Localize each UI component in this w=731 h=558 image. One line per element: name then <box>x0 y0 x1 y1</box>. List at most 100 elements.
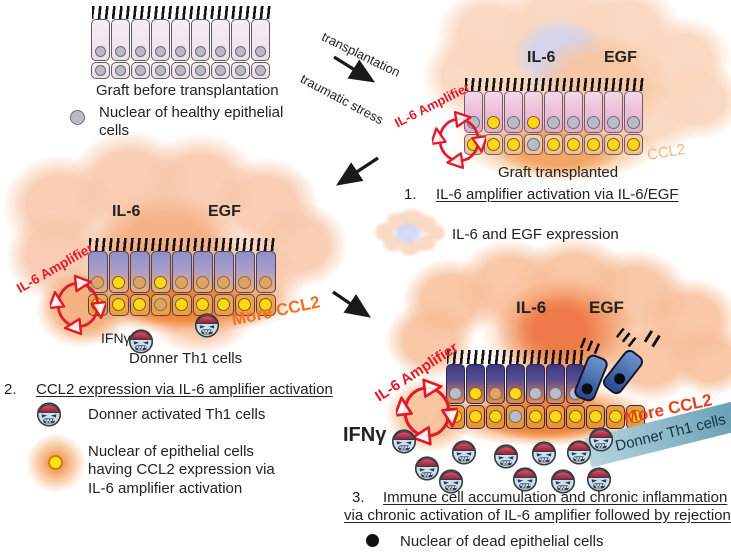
cloud-blob <box>397 207 427 231</box>
cell-nucleus <box>154 276 167 289</box>
cell-nucleus <box>526 137 540 151</box>
graft-before-transplantation <box>91 6 271 79</box>
il6-amplifier-cycle-icon <box>428 107 490 174</box>
cell-nucleus <box>112 276 125 289</box>
cloud-blob <box>435 0 545 83</box>
dead-nucleus-icon <box>366 534 379 547</box>
step2-number: 2. <box>4 381 17 398</box>
cell-nucleus <box>238 276 251 289</box>
cell-nucleus <box>174 46 186 57</box>
cloud-blob <box>668 324 731 396</box>
graft-transplanted <box>464 78 644 155</box>
cell-nucleus <box>217 298 230 311</box>
cilia <box>92 6 271 19</box>
epithelial-cell-basal <box>211 62 230 79</box>
epithelial-cell <box>171 19 190 61</box>
cell-nucleus <box>568 410 582 423</box>
step1-title: IL-6 amplifier activation via IL-6/EGF <box>436 186 679 203</box>
cloud-blob <box>384 210 412 234</box>
epithelial-cell <box>172 251 192 293</box>
label-egf-transplanted: EGF <box>604 49 637 66</box>
label-il6-transplanted: IL-6 <box>527 49 556 66</box>
epithelial-cell-basal <box>584 134 603 155</box>
cilia <box>465 78 644 91</box>
epithelial-cell-basal <box>172 294 192 316</box>
legend-dead-nucleus: Nuclear of dead epithelial cells <box>400 533 604 550</box>
legend-ccl2-nucleus: Nuclear of epithelial cells having CCL2 … <box>88 443 275 497</box>
cloud-blob <box>414 233 438 253</box>
cell-nucleus <box>506 116 520 129</box>
epithelial-cell-basal <box>466 405 485 429</box>
epithelial-cell <box>235 251 255 293</box>
cell-nucleus <box>112 298 125 311</box>
epithelial-cell <box>546 364 565 404</box>
cell-nucleus <box>254 64 266 76</box>
cell-nucleus <box>234 64 246 76</box>
epithelial-cell-basal <box>171 62 190 79</box>
label-egf-ccl2: EGF <box>208 203 241 220</box>
label-ifng-ccl2: IFNγ <box>101 330 131 346</box>
epithelial-cell-basal <box>624 134 643 155</box>
epithelial-cell-basal <box>546 405 565 429</box>
donner-th1-cell-icon <box>414 455 440 481</box>
cell-nucleus <box>488 387 502 400</box>
epithelial-cell-basal <box>111 62 130 79</box>
cloud-blob <box>413 213 439 235</box>
cell-nucleus <box>606 137 620 151</box>
step3-title-line1: Immune cell accumulation and chronic inf… <box>383 489 728 506</box>
dead-nucleus <box>579 381 595 397</box>
cell-nucleus <box>588 410 602 423</box>
cloud-blob <box>455 239 565 331</box>
epithelial-cell <box>466 364 485 404</box>
cell-nucleus <box>154 64 166 76</box>
label-il6-rejection: IL-6 <box>516 298 547 317</box>
label-egf-rejection: EGF <box>589 298 624 317</box>
cloud-blob <box>580 249 690 341</box>
dead-nucleus <box>611 371 628 387</box>
legend-healthy-nucleus: Nuclear of healthy epithelial cells <box>99 104 284 140</box>
cell-nucleus <box>214 46 226 57</box>
cell-nucleus <box>566 137 580 151</box>
epithelial-cell-basal <box>251 62 270 79</box>
legend-il6-egf-expression: IL-6 and EGF expression <box>452 226 619 243</box>
epithelial-cell <box>251 19 270 61</box>
cell-nucleus <box>217 276 230 289</box>
donner-th1-cell-icon <box>588 426 614 452</box>
epithelial-cell <box>211 19 230 61</box>
epithelial-cell-basal <box>486 405 505 429</box>
cell-nucleus <box>194 46 206 57</box>
cloud-blob <box>373 221 397 243</box>
epithelial-cell-basal <box>504 134 523 155</box>
cilia <box>89 238 277 251</box>
cell-nucleus <box>194 64 206 76</box>
cell-nucleus <box>174 64 186 76</box>
cilia <box>447 350 586 364</box>
cell-nucleus <box>175 298 188 311</box>
cell-nucleus <box>468 387 482 400</box>
epithelial-cell-basal <box>506 405 525 429</box>
epithelial-cell-basal <box>151 62 170 79</box>
label-ifng-rejection: IFNγ <box>343 424 387 446</box>
epithelial-cell <box>526 364 545 404</box>
step3-title-line2: via chronic activation of IL-6 amplifier… <box>344 507 731 524</box>
epithelial-cell <box>524 91 543 133</box>
epithelial-cell <box>131 19 150 61</box>
cell-nucleus <box>508 410 522 423</box>
epithelial-cell <box>584 91 603 133</box>
cloud-blob <box>640 278 731 362</box>
epithelial-cell <box>486 364 505 404</box>
epithelial-cell <box>256 251 276 293</box>
cloud-blob <box>140 133 260 237</box>
cell-nucleus <box>196 298 209 311</box>
donner-th1-cell-icon <box>194 312 220 338</box>
cell-nucleus <box>259 276 272 289</box>
graft-ccl2-expression <box>88 238 277 316</box>
epithelial-cell <box>111 19 130 61</box>
cell-nucleus <box>528 410 542 423</box>
cell-nucleus <box>468 410 482 423</box>
cell-nucleus <box>154 298 167 311</box>
cell-nucleus <box>608 410 622 423</box>
epithelial-cell-basal <box>109 294 129 316</box>
legend-donner-th1: Donner activated Th1 cells <box>88 406 266 423</box>
